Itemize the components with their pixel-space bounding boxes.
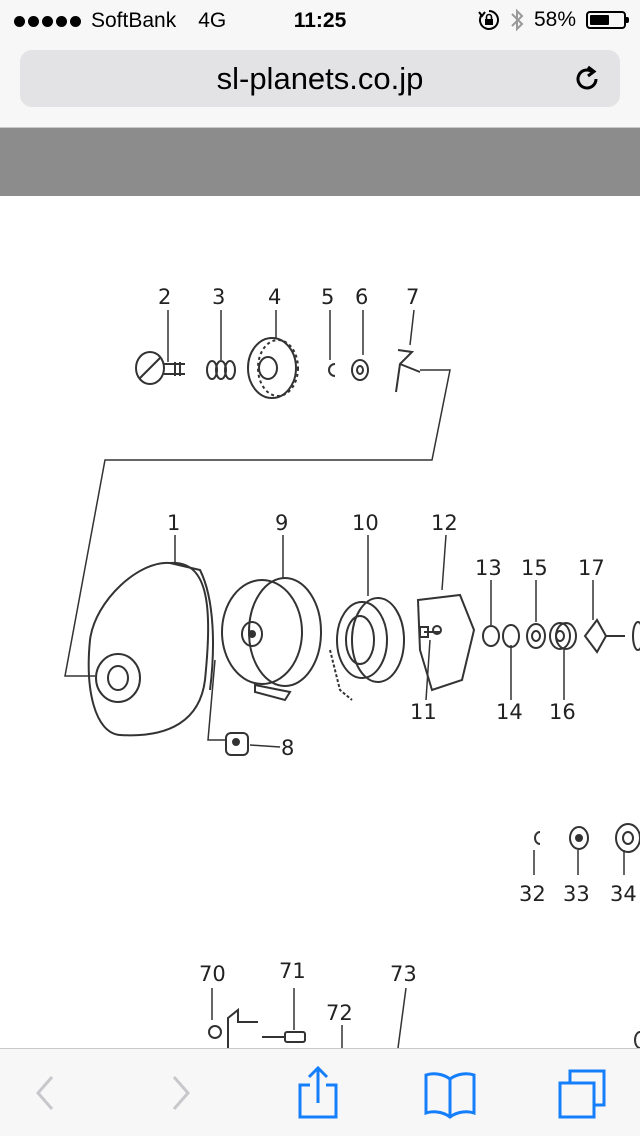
tabs-icon[interactable]	[554, 1065, 614, 1121]
part-label: 7	[406, 285, 419, 309]
part-14-washer	[502, 624, 520, 648]
bluetooth-icon	[511, 8, 524, 32]
part-labels: 2 3 4 5 6 7 1 9 10 12 13 15 17 8 11 14 1…	[158, 285, 637, 1025]
part-16-bearing	[549, 622, 577, 650]
part-5-clip	[328, 363, 336, 377]
part-label: 13	[475, 556, 502, 580]
parts-diagram: 2 3 4 5 6 7 1 9 10 12 13 15 17 8 11 14 1…	[64, 285, 640, 1048]
part-9-frame	[221, 577, 322, 702]
part-label: 12	[431, 511, 458, 535]
part-label: 5	[321, 285, 334, 309]
part-label: 72	[326, 1001, 353, 1025]
reload-icon[interactable]	[572, 64, 602, 94]
browser-nav-bar: sl-planets.co.jp	[0, 40, 640, 128]
part-3-spring	[206, 360, 236, 380]
part-label: 17	[578, 556, 605, 580]
part-7-wire-spring	[395, 349, 421, 393]
part-label: 16	[549, 700, 576, 724]
lock-rotation-icon	[478, 10, 499, 30]
part-4-knob	[247, 337, 299, 399]
browser-toolbar	[0, 1048, 640, 1136]
leader-lines	[64, 309, 625, 1048]
battery-level	[590, 15, 609, 25]
part-6-bearing	[351, 359, 369, 381]
part-71-screw	[262, 1031, 306, 1043]
forward-icon[interactable]	[152, 1065, 212, 1121]
part-label: 3	[212, 285, 225, 309]
part-label: 1	[167, 511, 180, 535]
battery-percentage: 58%	[533, 8, 576, 31]
url-text: sl-planets.co.jp	[216, 60, 424, 96]
part-label: 71	[279, 959, 306, 983]
part-label: 15	[521, 556, 548, 580]
part-label: 10	[352, 511, 379, 535]
part-11-pin	[419, 626, 440, 638]
part-label: 11	[410, 700, 437, 724]
part-17-collar	[583, 618, 640, 654]
part-label: 70	[199, 962, 226, 986]
part-label: 6	[355, 285, 368, 309]
clock: 11:25	[293, 9, 347, 32]
status-bar: SoftBank 4G 11:25 58%	[0, 0, 640, 40]
part-33-washer	[569, 826, 589, 850]
part-label: 2	[158, 285, 171, 309]
part-label: 73	[390, 962, 417, 986]
carrier-name: SoftBank	[91, 9, 177, 32]
battery-icon	[586, 11, 629, 29]
part-label: 33	[563, 882, 590, 906]
part-right-edge-fragment	[634, 1031, 640, 1048]
part-label: 9	[275, 511, 288, 535]
page-header-bar	[0, 128, 640, 196]
network-type: 4G	[198, 9, 227, 32]
share-icon[interactable]	[288, 1065, 348, 1121]
part-8-nut	[225, 732, 249, 756]
part-13-washer	[482, 625, 500, 647]
address-bar[interactable]: sl-planets.co.jp	[20, 50, 620, 107]
bookmarks-icon[interactable]	[420, 1065, 480, 1121]
part-2-screw	[135, 351, 185, 385]
signal-strength-icon	[14, 15, 81, 27]
part-12-plate	[416, 593, 476, 692]
part-label: 8	[281, 736, 294, 760]
part-34-knob	[615, 823, 640, 853]
part-1-side-cover	[87, 561, 214, 737]
part-15-bearing	[526, 623, 546, 649]
part-label: 4	[268, 285, 281, 309]
part-label: 34	[610, 882, 637, 906]
page-content[interactable]: 2 3 4 5 6 7 1 9 10 12 13 15 17 8 11 14 1…	[0, 196, 640, 1048]
part-label: 14	[496, 700, 523, 724]
back-icon[interactable]	[14, 1065, 74, 1121]
part-label: 32	[519, 882, 546, 906]
part-70-lever	[208, 1007, 258, 1048]
part-10-gear	[329, 597, 405, 701]
part-32-clip	[534, 831, 541, 845]
